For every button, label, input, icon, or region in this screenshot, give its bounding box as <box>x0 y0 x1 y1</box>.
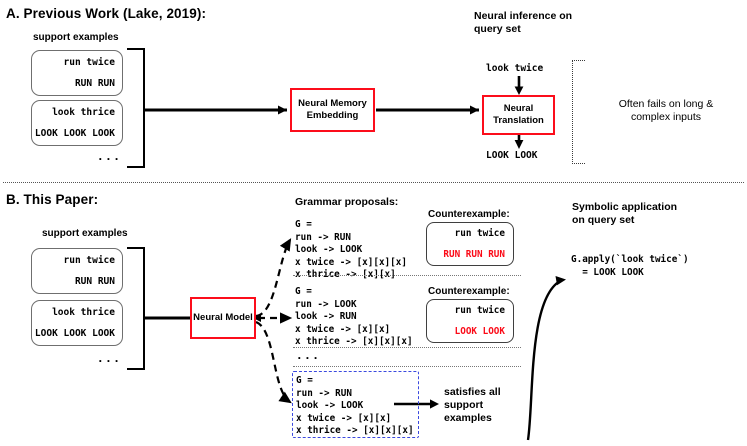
example-output: RUN RUN <box>74 276 115 287</box>
arrow-support-to-memory <box>145 105 287 115</box>
arrow-satisfies-to-apply <box>526 276 566 441</box>
counterexample-output: RUN RUN RUN <box>443 249 505 260</box>
panel-a-note: Often fails on long & complex inputs <box>618 98 714 123</box>
arrow-model-to-proposal-1 <box>255 238 292 318</box>
counterexample-output: LOOK LOOK <box>454 326 505 337</box>
example-output: LOOK LOOK LOOK <box>34 128 115 139</box>
panel-b-support-bracket <box>127 247 145 370</box>
example-input: run twice <box>63 255 115 266</box>
counterexample-box-2: run twice LOOK LOOK <box>426 299 514 343</box>
arrow-query-input-down <box>514 76 524 95</box>
arrow-model-to-proposal-2 <box>253 312 293 324</box>
panel-b-support-label: support examples <box>42 228 128 239</box>
example-input: run twice <box>63 57 115 68</box>
panel-a-ellipsis: ... <box>97 150 122 163</box>
panel-b-title: B. This Paper: <box>6 192 99 207</box>
neural-memory-embedding-box: Neural Memory Embedding <box>290 88 375 132</box>
counterexample-input: run twice <box>454 228 505 239</box>
grammar-proposal-2: G = run -> LOOK look -> RUN x twice -> [… <box>295 286 413 348</box>
proposal-separator-3 <box>293 366 521 367</box>
proposals-ellipsis: ... <box>296 349 321 362</box>
panel-a-support-bracket <box>127 48 145 168</box>
symbolic-apply-result: G.apply(`look twice`) = LOOK LOOK <box>571 254 689 278</box>
satisfies-note: satisfies all support examples <box>444 386 501 424</box>
panel-a-support-label: support examples <box>33 32 119 43</box>
counterexample-input: run twice <box>454 305 505 316</box>
panel-a-support-example-2: look thrice LOOK LOOK LOOK <box>31 100 123 146</box>
grammar-proposals-label: Grammar proposals: <box>295 196 399 208</box>
counterexample-box-1: run twice RUN RUN RUN <box>426 222 514 266</box>
arrow-memory-to-translation <box>376 105 479 115</box>
counterexample-label-2: Counterexample: <box>428 286 510 297</box>
example-output: RUN RUN <box>74 78 115 89</box>
panel-a-query-input: look twice <box>486 63 544 74</box>
panel-a-query-caption: Neural inference on query set <box>474 10 573 35</box>
example-input: look thrice <box>52 107 115 118</box>
panel-divider <box>3 182 744 183</box>
example-input: look thrice <box>52 307 115 318</box>
neural-translation-box: Neural Translation <box>482 95 555 135</box>
accepted-grammar-highlight <box>292 371 419 438</box>
counterexample-label-1: Counterexample: <box>428 209 510 220</box>
arrow-model-to-proposal-3 <box>255 320 292 404</box>
grammar-proposal-1: G = run -> RUN look -> LOOK x twice -> [… <box>295 219 407 281</box>
panel-a-support-example-1: run twice RUN RUN <box>31 50 123 96</box>
panel-a-title: A. Previous Work (Lake, 2019): <box>6 6 207 21</box>
neural-model-box: Neural Model <box>190 297 256 339</box>
proposal-separator-1 <box>293 275 521 276</box>
panel-b-support-example-1: run twice RUN RUN <box>31 248 123 294</box>
grammar-proposal-3: G = run -> RUN look -> LOOK x twice -> [… <box>296 375 414 437</box>
symbolic-application-caption: Symbolic application on query set <box>572 201 678 226</box>
panel-a-query-output: LOOK LOOK <box>486 150 538 161</box>
panel-b-ellipsis: ... <box>97 352 122 365</box>
example-output: LOOK LOOK LOOK <box>34 328 115 339</box>
panel-b-support-example-2: look thrice LOOK LOOK LOOK <box>31 300 123 346</box>
proposal-separator-2 <box>293 347 521 348</box>
panel-a-note-brace <box>572 60 585 164</box>
